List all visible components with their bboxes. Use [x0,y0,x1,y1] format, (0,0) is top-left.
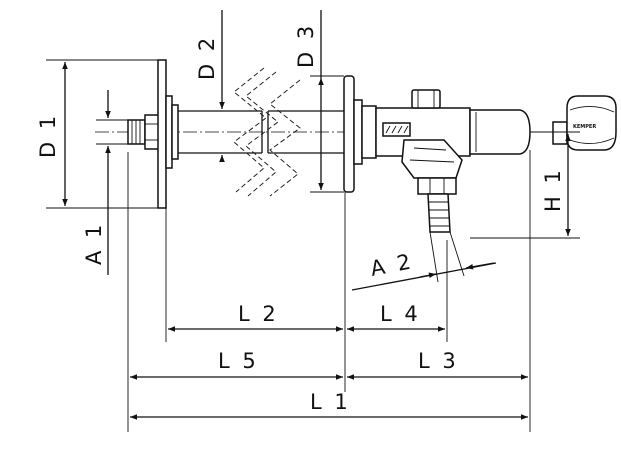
l3-label: L 3 [418,349,459,373]
a1-label: A 1 [82,222,106,265]
key-brand-mark: KEMPER [573,124,596,130]
valve-assembly: KEMPER [127,59,617,233]
break-line-3 [269,79,301,197]
l2-label: L 2 [238,302,279,326]
l1-label: L 1 [310,390,351,414]
d1-label: D 1 [36,113,60,158]
inlet-nut [144,114,160,150]
spindle-sleeve [469,109,531,155]
d2-label: D 2 [195,35,219,80]
l4-label: L 4 [380,302,421,326]
rear-flange [157,59,167,209]
top-cap [411,89,441,109]
h1-label: H 1 [541,167,565,212]
inlet-thread [127,119,146,145]
key-shaft [552,121,568,145]
outlet-nut [417,177,457,195]
l5-label: L 5 [218,349,259,373]
a2-ext-right [449,231,465,277]
front-flange [343,75,355,193]
break-line-2 [245,71,279,197]
a2-label: A 2 [368,249,415,281]
break-line-1 [233,67,267,193]
d3-label: D 3 [294,23,318,68]
key-handle [566,95,617,151]
